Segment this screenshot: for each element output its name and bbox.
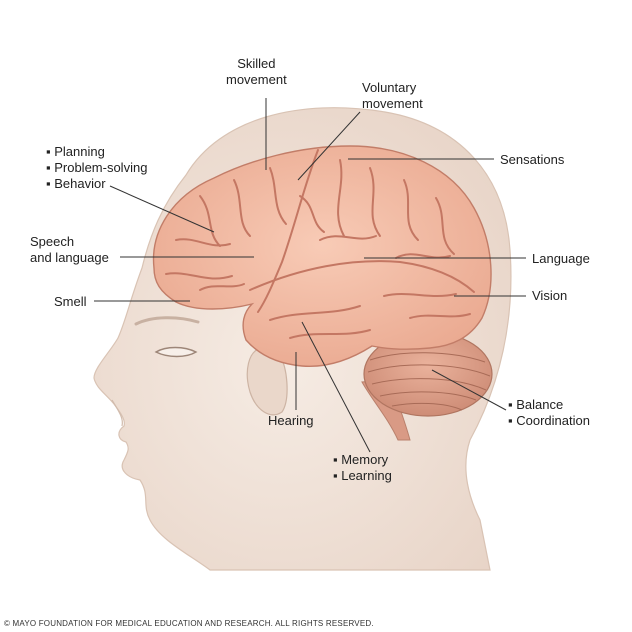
eye	[154, 346, 198, 358]
label-voluntary-movement-line1: Voluntary	[362, 80, 417, 95]
label-hearing: Hearing	[268, 413, 314, 428]
label-voluntary-movement: Voluntary movement	[362, 80, 423, 112]
label-sensations: Sensations	[500, 152, 565, 167]
label-skilled-movement-line2: movement	[226, 72, 287, 87]
eyebrow	[134, 316, 200, 326]
label-language: Language	[532, 251, 590, 266]
label-speech: Speech and language	[30, 234, 109, 266]
label-frontal-functions: ▪ Planning ▪ Problem-solving ▪ Behavior	[46, 144, 147, 192]
label-memory: ▪ Memory	[333, 452, 389, 467]
label-balance: ▪ Balance	[508, 397, 564, 412]
cerebrum	[152, 145, 492, 368]
label-behavior: ▪ Behavior	[46, 176, 106, 191]
label-memory-functions: ▪ Memory ▪ Learning	[333, 452, 392, 484]
nose-line	[111, 399, 123, 427]
brain-gyri	[165, 149, 475, 339]
leader-cerebellum	[431, 369, 507, 411]
label-skilled-movement-line1: Skilled	[237, 56, 276, 71]
copyright-notice: © MAYO FOUNDATION FOR MEDICAL EDUCATION …	[4, 619, 374, 628]
label-problem-solving: ▪ Problem-solving	[46, 160, 148, 175]
cerebellum-folia	[367, 352, 491, 411]
label-learning: ▪ Learning	[333, 468, 392, 483]
label-vision: Vision	[532, 288, 568, 303]
leader-memory	[301, 321, 371, 453]
label-cerebellum-functions: ▪ Balance ▪ Coordination	[508, 397, 590, 429]
label-speech-line2: and language	[30, 250, 109, 265]
label-coordination: ▪ Coordination	[508, 413, 590, 428]
leader-voluntary-movement	[297, 111, 361, 181]
leader-lines	[94, 98, 526, 453]
leader-frontal-functions	[109, 185, 215, 233]
label-voluntary-movement-line2: movement	[362, 96, 423, 111]
label-speech-line1: Speech	[30, 234, 75, 249]
label-planning: ▪ Planning	[46, 144, 105, 159]
label-skilled-movement: Skilled movement	[226, 56, 287, 88]
label-smell: Smell	[54, 294, 87, 309]
